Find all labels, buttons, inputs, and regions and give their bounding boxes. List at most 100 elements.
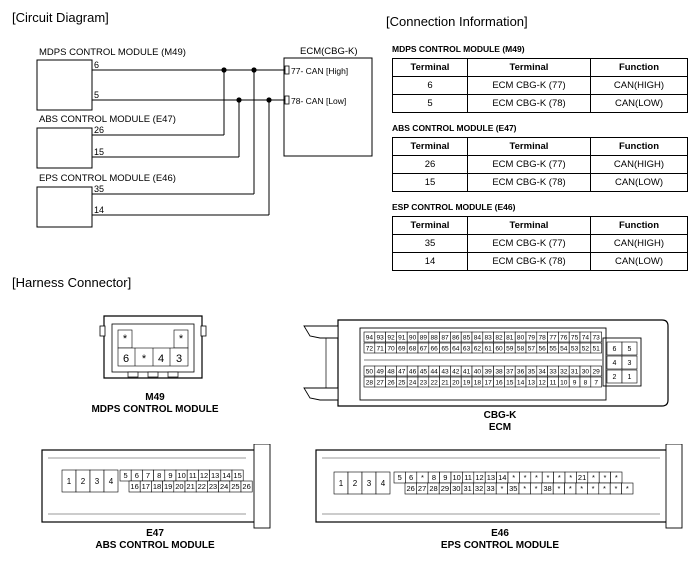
e47-pin-cell <box>240 480 253 493</box>
ecm-pin: 56 <box>539 345 547 352</box>
e47-pin: 14 <box>222 471 230 480</box>
cell: CAN(LOW) <box>590 94 688 113</box>
e46-pin: * <box>615 473 618 482</box>
e47-pin: 10 <box>177 471 185 480</box>
ecm-pin: 90 <box>409 334 417 341</box>
junction-dot <box>251 67 257 73</box>
ecm-pin: 27 <box>377 379 385 386</box>
col-terminal: Terminal <box>392 216 468 235</box>
ecm-pin: 69 <box>398 345 406 352</box>
ecm-pin: 93 <box>377 334 385 341</box>
ecm-pin: 50 <box>366 368 374 375</box>
ecm-small-pin: 1 <box>628 374 632 381</box>
cell: ECM CBG-K (77) <box>467 76 591 95</box>
ecm-pin: 60 <box>495 345 503 352</box>
ecm-pin: 7 <box>594 379 598 386</box>
ecm-pin: 25 <box>398 379 406 386</box>
e47-pin: 23 <box>209 482 217 491</box>
cell: 26 <box>392 155 468 174</box>
e46-pin: 2 <box>353 479 358 488</box>
ecm-label: ECM(CBG-K) <box>300 46 358 57</box>
ecm-pin-78-stub <box>284 95 290 105</box>
col-function: Function <box>590 58 688 77</box>
e47-code: E47 <box>146 528 164 539</box>
ecm-can-low-label: 78- CAN [Low] <box>291 96 347 106</box>
eps-pin-low: 14 <box>94 205 105 215</box>
ecm-pin: 15 <box>506 379 514 386</box>
e46-pin: 10 <box>453 473 461 482</box>
ecm-pin: 37 <box>506 368 514 375</box>
e46-pin: * <box>512 473 515 482</box>
ecm-pin: 18 <box>474 379 482 386</box>
junction-dot <box>236 97 242 103</box>
e46-pin: 5 <box>398 473 402 482</box>
e46-pin: * <box>421 473 424 482</box>
ecm-pin: 70 <box>387 345 395 352</box>
e47-pin: 24 <box>220 482 228 491</box>
ecm-pin: 38 <box>495 368 503 375</box>
ecm-pin: 34 <box>539 368 547 375</box>
ecm-pin: 40 <box>474 368 482 375</box>
col-terminal-2: Terminal <box>467 58 591 77</box>
ecm-pin: 73 <box>593 334 601 341</box>
m49-code: M49 <box>145 392 165 403</box>
ecm-pin: 64 <box>452 345 460 352</box>
e47-pin: 25 <box>231 482 239 491</box>
ecm-pin: 12 <box>539 379 547 386</box>
m49-pin: 6 <box>123 353 129 365</box>
ecm-pin: 55 <box>549 345 557 352</box>
ecm-pin: 16 <box>495 379 503 386</box>
m49-pin: * <box>142 353 147 365</box>
ecm-pin: 46 <box>409 368 417 375</box>
ecm-small-pin-cell <box>621 369 638 384</box>
ecm-small-pin: 5 <box>628 346 632 353</box>
ecm-pin: 39 <box>485 368 493 375</box>
ecm-box <box>283 57 373 157</box>
e46-pin: * <box>603 473 606 482</box>
e46-pin: 35 <box>509 484 517 493</box>
e47-caption: E47 ABS CONTROL MODULE <box>60 528 250 552</box>
junction-dot <box>221 67 227 73</box>
ecm-small-pin: 2 <box>613 374 617 381</box>
e46-pin: 31 <box>464 484 472 493</box>
eps-module-box <box>36 186 93 228</box>
ecm-pin-cell <box>590 331 602 343</box>
e46-pin: 6 <box>409 473 413 482</box>
connection-info-header: [Connection Information] <box>386 14 528 29</box>
e47-pin: 15 <box>233 471 241 480</box>
e46-pin-cell <box>375 471 391 495</box>
ecm-pin: 49 <box>377 368 385 375</box>
ecm-pin: 58 <box>517 345 525 352</box>
ecm-pin: 94 <box>366 334 374 341</box>
e47-pin: 16 <box>130 482 138 491</box>
ecm-pin: 42 <box>452 368 460 375</box>
ecm-pin: 78 <box>539 334 547 341</box>
m49-caption: M49 MDPS CONTROL MODULE <box>60 392 250 416</box>
abs-module-label: ABS CONTROL MODULE (E47) <box>39 114 176 125</box>
ecm-pin: 43 <box>441 368 449 375</box>
cell: ECM CBG-K (78) <box>467 94 591 113</box>
e47-pin: 7 <box>146 471 150 480</box>
abs-pin-high: 26 <box>94 125 105 135</box>
e47-pin: 11 <box>189 471 197 480</box>
ecm-pin: 47 <box>398 368 406 375</box>
e46-caption: E46 EPS CONTROL MODULE <box>400 528 600 552</box>
e46-pin: 13 <box>487 473 495 482</box>
ecm-pin: 68 <box>409 345 417 352</box>
ecm-pin: 76 <box>560 334 568 341</box>
ecm-pin: 79 <box>528 334 536 341</box>
e47-pin: 3 <box>95 477 100 486</box>
ecm-pin: 17 <box>485 379 493 386</box>
e46-pin: * <box>523 484 526 493</box>
ecm-pin: 65 <box>441 345 449 352</box>
e46-pin: * <box>546 473 549 482</box>
ecm-pin: 66 <box>431 345 439 352</box>
ecm-pin: 77 <box>549 334 557 341</box>
ecm-pin: 51 <box>593 345 601 352</box>
cell: CAN(HIGH) <box>590 155 688 174</box>
ecm-pin: 80 <box>517 334 525 341</box>
